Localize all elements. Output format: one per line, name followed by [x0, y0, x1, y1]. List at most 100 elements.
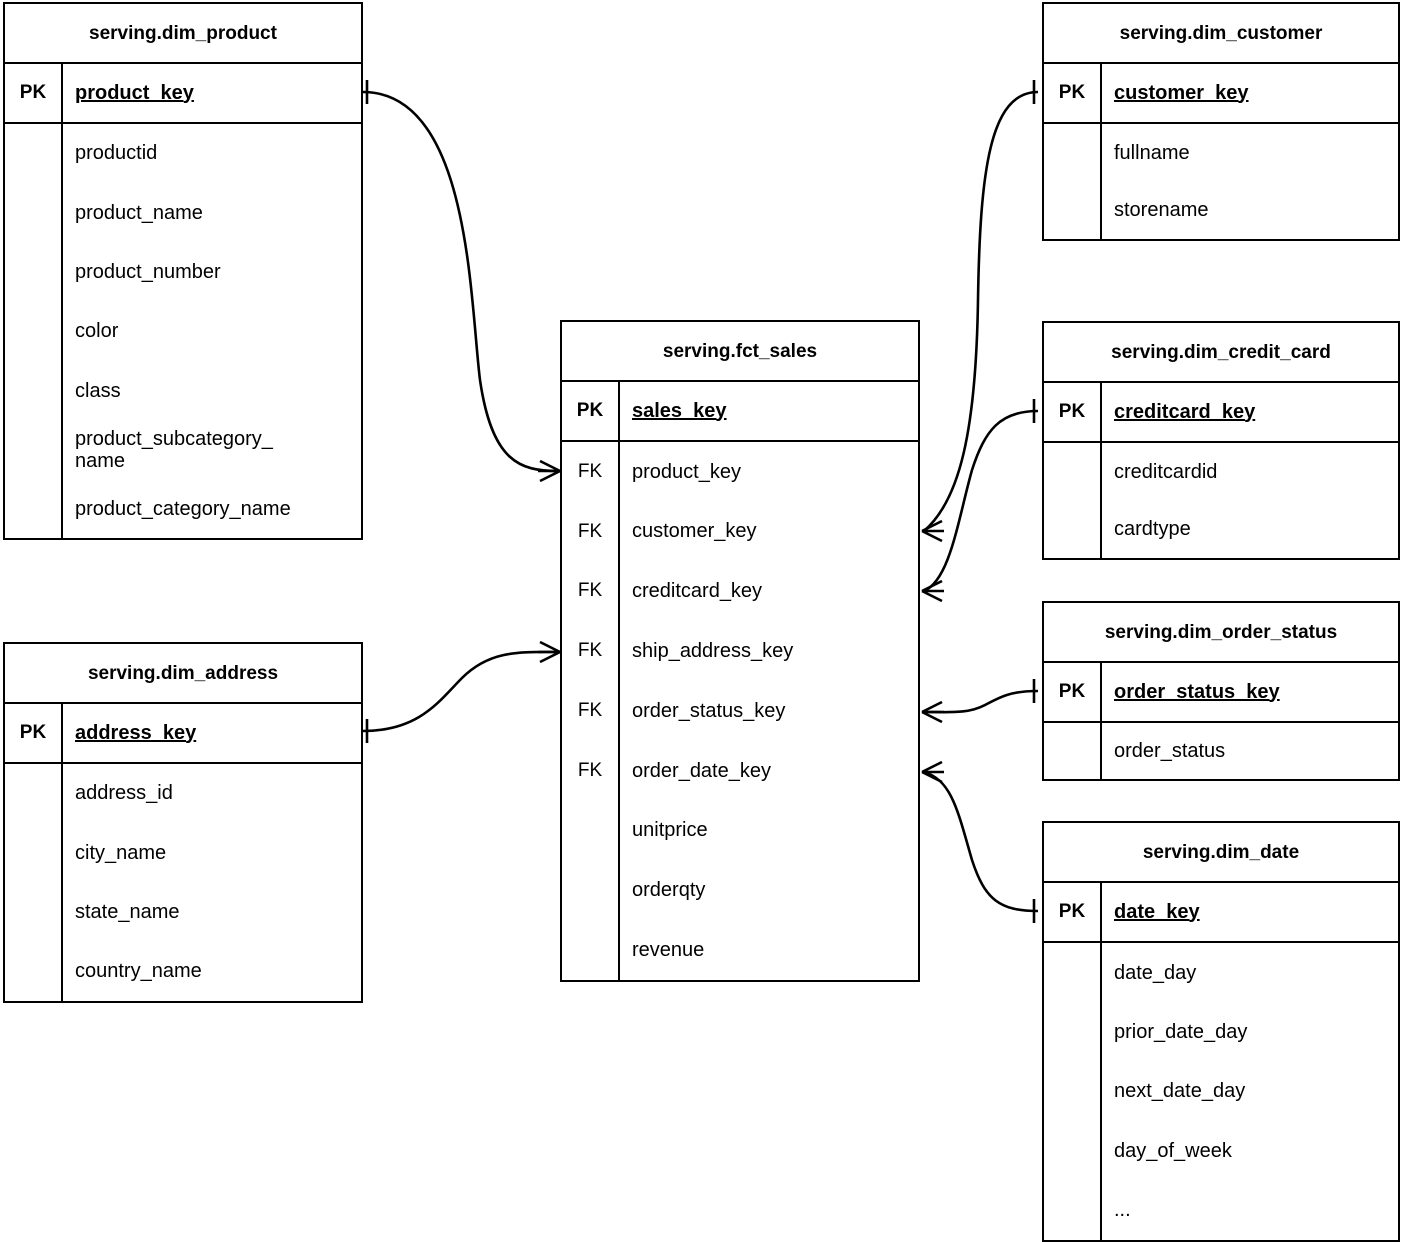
pk-field-name: product_key: [75, 81, 194, 104]
connector-address-to-sales: [362, 650, 559, 733]
connector-date-to-sales: [923, 770, 1039, 913]
attr-key: [1044, 443, 1100, 501]
attribute-row: ...: [1114, 1199, 1131, 1222]
attr-key: [5, 302, 61, 361]
pk-field-name: order_status_key: [1114, 680, 1280, 703]
attribute-row: storename: [1114, 199, 1209, 222]
crowfoot-sales-orderstatus: [921, 700, 944, 724]
pk-field-name: creditcard_key: [1114, 400, 1256, 423]
attribute-key-column: [5, 124, 63, 539]
attribute-row: product_category_name: [75, 498, 291, 521]
attr-key: [5, 183, 61, 242]
attribute-row: customer_key: [632, 520, 757, 543]
crowfoot-sales-customer: [921, 519, 944, 543]
attribute-row: prior_date_day: [1114, 1020, 1248, 1043]
crowfoot-sales-product: [538, 459, 561, 483]
pk-field-name: address_key: [75, 721, 197, 744]
attr-key: [1044, 723, 1100, 779]
attr-key: [1044, 1002, 1100, 1061]
entity-title-dim-date: serving.dim_date: [1044, 823, 1398, 883]
attribute-row: cardtype: [1114, 518, 1191, 541]
attribute-row: order_status_key: [632, 699, 786, 722]
fk-badge: FK: [577, 520, 603, 542]
attribute-row: revenue: [632, 938, 705, 961]
attribute-block-dim-order-status: order_status: [1044, 723, 1398, 779]
attribute-block-dim-date: date_day prior_date_day next_date_day da…: [1044, 943, 1398, 1240]
attribute-row: order_date_key: [632, 759, 771, 782]
attribute-row: fullname: [1114, 141, 1190, 164]
attribute-key-column: [5, 764, 63, 1001]
entity-dim-date[interactable]: serving.dim_date PK date_key date_day pr…: [1042, 821, 1400, 1242]
pk-row-dim-date: PK date_key: [1044, 883, 1398, 943]
pk-row-fct-sales: PK sales_key: [562, 382, 918, 442]
entity-title-dim-address: serving.dim_address: [5, 644, 361, 704]
entity-fct-sales[interactable]: serving.fct_sales PK sales_key FK FK FK …: [560, 320, 920, 982]
attribute-row: ship_address_key: [632, 640, 794, 663]
attribute-row: address_id: [75, 782, 173, 805]
pk-row-dim-order-status: PK order_status_key: [1044, 663, 1398, 723]
attribute-row: product_name: [75, 201, 203, 224]
crowfoot-sales-orderdate: [921, 760, 944, 784]
attr-key: [1044, 501, 1100, 559]
entity-dim-order-status[interactable]: serving.dim_order_status PK order_status…: [1042, 601, 1400, 781]
attribute-row: next_date_day: [1114, 1080, 1246, 1103]
pk-field-name: customer_key: [1114, 81, 1249, 104]
attribute-key-column: [1044, 443, 1102, 558]
pk-row-dim-address: PK address_key: [5, 704, 361, 764]
connector-creditcard-to-sales: [923, 409, 1039, 593]
entity-dim-customer[interactable]: serving.dim_customer PK customer_key ful…: [1042, 2, 1400, 241]
attribute-row: state_name: [75, 900, 180, 923]
attr-key: [562, 860, 618, 920]
attribute-block-dim-customer: fullname storename: [1044, 124, 1398, 239]
attribute-row: day_of_week: [1114, 1139, 1232, 1162]
entity-dim-product[interactable]: serving.dim_product PK product_key produ…: [3, 2, 363, 540]
attr-key: [5, 124, 61, 183]
pk-row-dim-credit-card: PK creditcard_key: [1044, 383, 1398, 443]
attribute-row: color: [75, 320, 119, 343]
attribute-row: class: [75, 379, 121, 402]
attribute-row: product_number: [75, 261, 221, 283]
attribute-row: product_subcategory_ name: [75, 427, 273, 473]
attribute-name-column: date_day prior_date_day next_date_day da…: [1102, 943, 1398, 1240]
entity-title-dim-order-status: serving.dim_order_status: [1044, 603, 1398, 663]
connector-product-to-sales: [362, 90, 559, 473]
fk-badge: FK: [577, 460, 603, 482]
attribute-row: product_key: [632, 460, 741, 483]
attr-key: [1044, 182, 1100, 240]
attribute-name-column: creditcardid cardtype: [1102, 443, 1398, 558]
attribute-row: country_name: [75, 960, 202, 983]
entity-title-dim-customer: serving.dim_customer: [1044, 4, 1398, 64]
attr-key: [1044, 1121, 1100, 1180]
fk-badge: FK: [577, 700, 603, 722]
attr-key: [5, 942, 61, 1001]
attribute-key-column: FK FK FK FK FK FK: [562, 442, 620, 980]
entity-title-fct-sales: serving.fct_sales: [562, 322, 918, 382]
pk-badge: PK: [5, 704, 63, 762]
attribute-name-column: fullname storename: [1102, 124, 1398, 239]
attribute-row: order_status: [1114, 739, 1226, 762]
attribute-row: date_day: [1114, 961, 1197, 984]
pk-row-dim-product: PK product_key: [5, 64, 361, 124]
attr-key: [5, 764, 61, 823]
pk-badge: PK: [1044, 64, 1102, 122]
attr-key: [5, 480, 61, 539]
entity-dim-credit-card[interactable]: serving.dim_credit_card PK creditcard_ke…: [1042, 321, 1400, 560]
attribute-row: productid: [75, 142, 158, 165]
attribute-block-dim-address: address_id city_name state_name country_…: [5, 764, 361, 1001]
pk-badge: PK: [5, 64, 63, 122]
entity-dim-address[interactable]: serving.dim_address PK address_key addre…: [3, 642, 363, 1003]
pk-field-name: sales_key: [632, 399, 727, 422]
fk-badge: FK: [577, 640, 603, 662]
attribute-name-column: productid product_name product_number co…: [63, 124, 361, 539]
attr-key: [5, 883, 61, 942]
fk-badge: FK: [577, 580, 603, 602]
connector-customer-to-sales: [923, 90, 1039, 532]
attr-key: [562, 801, 618, 861]
attr-key: [1044, 124, 1100, 182]
attr-key: [1044, 1062, 1100, 1121]
attribute-row: orderqty: [632, 879, 706, 902]
crowfoot-sales-shipaddress: [538, 640, 561, 664]
attribute-row: unitprice: [632, 819, 708, 842]
connector-orderstatus-to-sales: [923, 689, 1039, 714]
